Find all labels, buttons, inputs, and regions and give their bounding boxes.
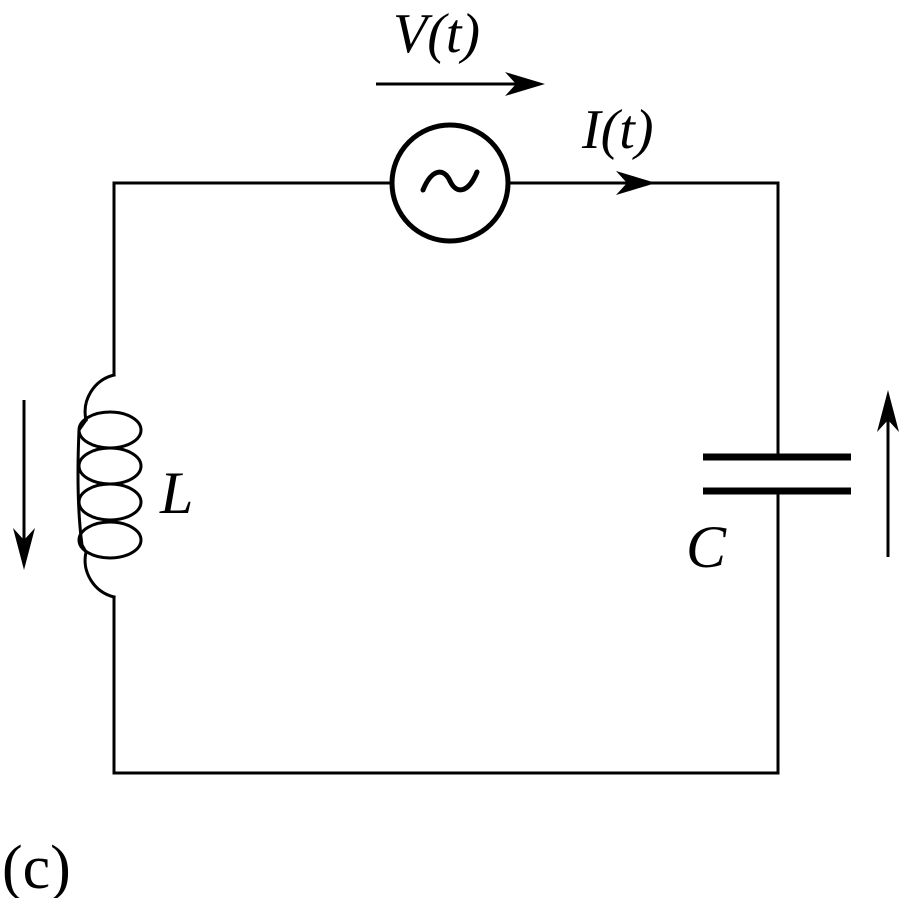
panel-label: (c)	[2, 834, 71, 898]
current-arrow-head-icon	[616, 171, 656, 195]
capacitor-arrow	[877, 390, 899, 557]
voltage-label: V(t)	[393, 3, 480, 65]
voltage-arrow-head-icon	[505, 72, 545, 96]
inductor-label: L	[159, 460, 193, 526]
ac-source	[389, 122, 511, 244]
inductor-arrow	[13, 400, 35, 570]
capacitor-arrow-head-icon	[877, 390, 899, 432]
inductor-lead-top	[83, 373, 116, 422]
inductor-loop-3	[77, 482, 143, 522]
capacitor	[703, 453, 851, 495]
inductor-arrow-head-icon	[13, 528, 35, 570]
inductor-outer-edge	[76, 417, 89, 555]
inductor-lead-bottom	[83, 550, 116, 599]
inductor-loop-4	[77, 520, 143, 560]
voltage-arrow	[376, 72, 545, 96]
circuit-wires	[112, 181, 780, 775]
current-label: I(t)	[581, 99, 654, 161]
inductor-loop-2	[77, 446, 143, 486]
current-arrow	[616, 171, 656, 195]
inductor-loop-1	[77, 410, 143, 450]
inductor-coil	[76, 373, 143, 599]
capacitor-label: C	[686, 514, 727, 580]
ac-source-tilde-icon	[420, 169, 480, 193]
